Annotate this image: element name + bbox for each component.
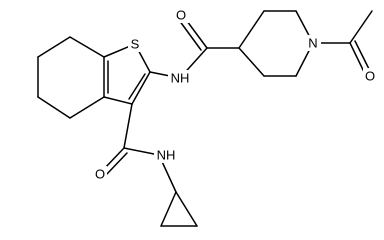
bond: [160, 191, 177, 227]
amide2-oxygen-label: O: [95, 167, 105, 182]
bond: [131, 71, 151, 105]
bond: [123, 147, 160, 156]
bond: [103, 96, 133, 105]
bond: [175, 191, 198, 227]
acetyl-oxygen-atom: O: [363, 68, 378, 84]
amide1-nitrogen-atom: NH: [168, 70, 192, 86]
bond: [123, 103, 133, 149]
bond: [37, 36, 71, 58]
amide1-nitrogen-label: NH: [171, 71, 190, 86]
amide2-nitrogen-label: NH: [157, 148, 176, 163]
bond: [238, 10, 265, 49]
bond: [105, 152, 128, 176]
bond: [178, 19, 202, 51]
bond: [37, 96, 71, 119]
bond: [354, 40, 372, 74]
sulfur-label: S: [131, 37, 140, 52]
bond: [69, 96, 105, 119]
bond: [69, 36, 105, 58]
amide2-nitrogen-atom: NH: [154, 147, 178, 163]
amide2-oxygen-atom: O: [92, 166, 107, 182]
bond: [238, 47, 265, 77]
amide1-oxygen-atom: O: [174, 7, 189, 23]
piperidine-nitrogen-atom: N: [306, 35, 321, 51]
piperidine-nitrogen-label: N: [308, 36, 317, 51]
bond: [128, 73, 146, 100]
bond: [349, 10, 373, 44]
acetyl-oxygen-label: O: [365, 69, 375, 84]
sulfur-atom: S: [128, 36, 143, 52]
amide1-oxygen-label: O: [176, 8, 186, 23]
